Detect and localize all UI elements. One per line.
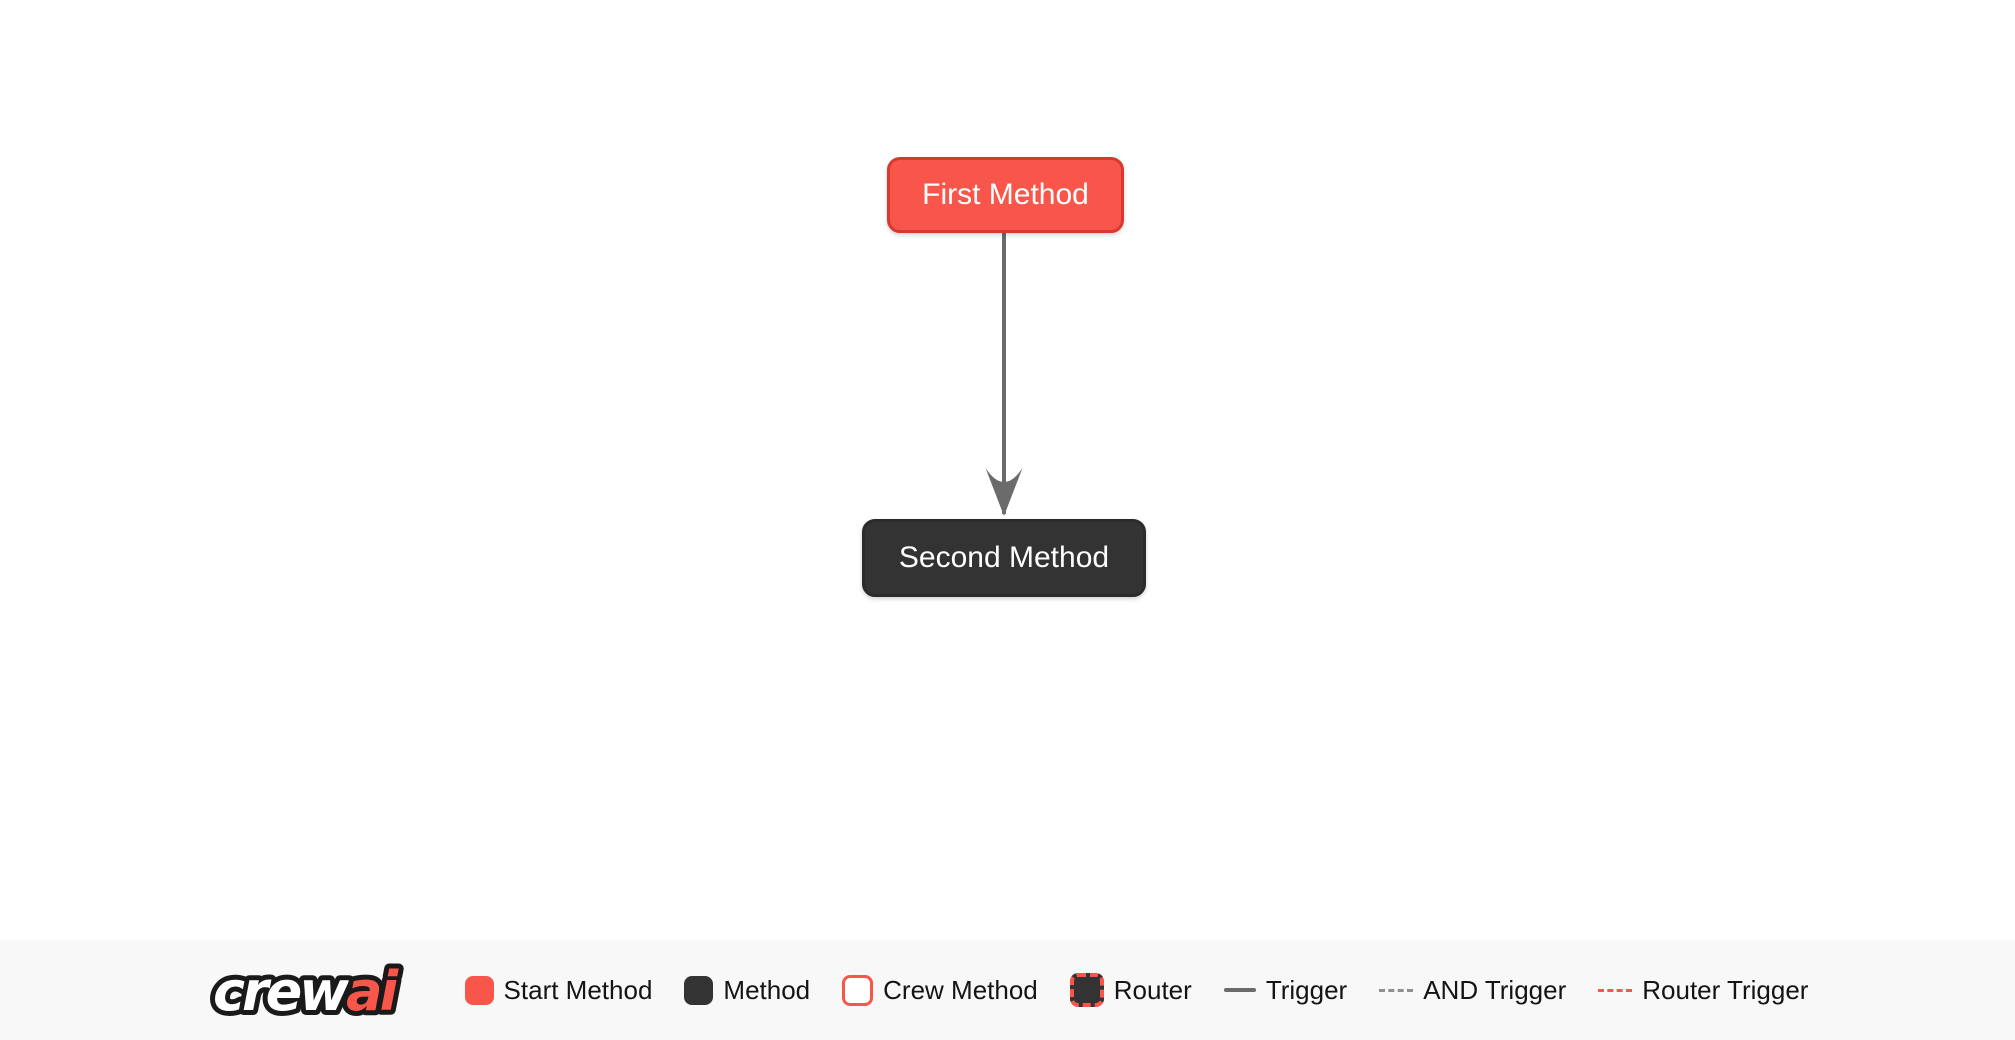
and-trigger-line-icon — [1379, 988, 1414, 992]
node-second-method[interactable]: Second Method — [862, 519, 1146, 597]
method-swatch-icon — [684, 975, 714, 1005]
legend-label: Router — [1113, 974, 1192, 1005]
legend-label: Trigger — [1265, 974, 1348, 1005]
node-first-method-label: First Method — [922, 178, 1089, 211]
logo-ai-text: ai — [346, 960, 399, 1023]
legend-item-router-trigger: Router Trigger — [1598, 975, 1808, 1006]
crewai-logo-text: crewai — [213, 960, 400, 1023]
legend: Start Method Method Crew Method Router T… — [464, 973, 1808, 1007]
node-first-method[interactable]: First Method — [887, 157, 1124, 233]
legend-item-start-method: Start Method — [464, 974, 653, 1006]
start-method-swatch-icon — [464, 975, 494, 1005]
legend-label: Router Trigger — [1642, 974, 1809, 1005]
legend-item-and-trigger: AND Trigger — [1379, 975, 1566, 1006]
logo-crew-text: crew — [213, 960, 350, 1023]
crewai-logo: crewai — [208, 955, 408, 1028]
trigger-line-icon — [1223, 988, 1256, 992]
legend-item-crew-method: Crew Method — [842, 974, 1038, 1006]
flow-canvas[interactable]: First Method Second Method — [0, 0, 2015, 940]
legend-item-router: Router — [1069, 973, 1192, 1007]
router-swatch-icon — [1069, 973, 1104, 1007]
arrowhead-icon — [985, 468, 1023, 516]
legend-label: Crew Method — [883, 974, 1038, 1005]
legend-footer: crewai Start Method Method Crew Method R… — [0, 940, 2015, 1040]
node-second-method-label: Second Method — [898, 541, 1110, 574]
legend-item-method: Method — [684, 975, 810, 1006]
legend-label: Start Method — [503, 974, 653, 1005]
crew-method-swatch-icon — [842, 974, 874, 1006]
legend-label: AND Trigger — [1423, 974, 1567, 1005]
legend-item-trigger: Trigger — [1223, 974, 1348, 1006]
edge-layer — [985, 233, 1023, 516]
trigger-edge[interactable] — [985, 233, 1023, 516]
router-trigger-line-icon — [1598, 988, 1633, 992]
legend-label: Method — [723, 974, 811, 1005]
